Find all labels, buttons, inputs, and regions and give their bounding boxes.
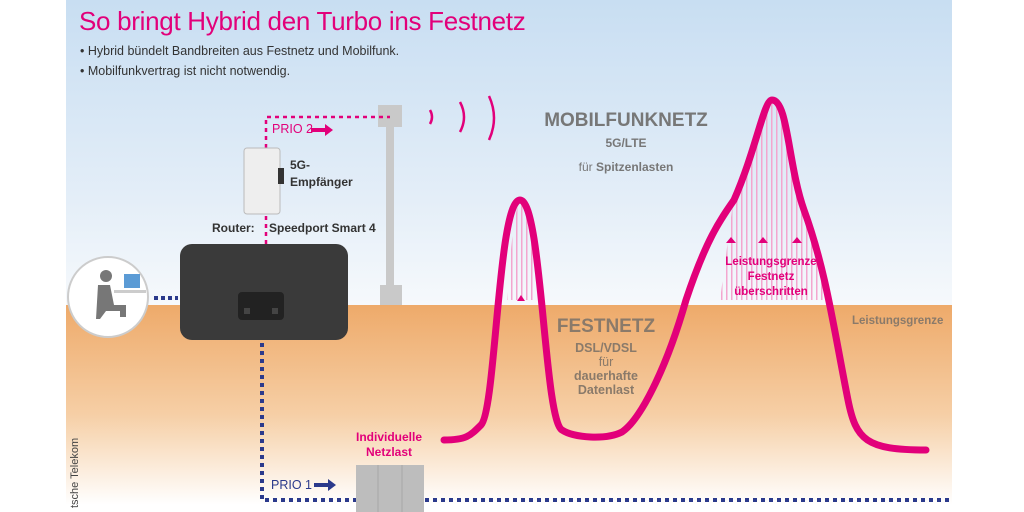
receiver-line1: 5G- xyxy=(290,158,311,172)
prio2-line xyxy=(264,115,390,300)
exceeded-l2: Festnetz xyxy=(747,271,795,283)
router-name: Speedport Smart 4 xyxy=(269,221,376,235)
exceeded-l1: Leistungsgrenze xyxy=(725,256,817,268)
netload-l1: Individuelle xyxy=(355,430,422,444)
receiver-line2: Empfänger xyxy=(290,175,353,189)
mobile-desc-pre: für xyxy=(578,160,593,174)
fixed-l3: Datenlast xyxy=(577,383,635,397)
diagram-graphics xyxy=(67,95,952,512)
signal-waves-icon xyxy=(428,95,496,141)
bullet-text: Mobilfunkvertrag ist nicht notwendig. xyxy=(87,64,291,78)
fixed-l2: dauerhafte xyxy=(574,369,638,383)
exceeded-l3: überschritten xyxy=(734,286,808,298)
bullet-2: • Mobilfunkvertrag ist nicht notwendig. xyxy=(80,64,291,78)
router-label: Router: xyxy=(212,221,255,235)
fixed-sub: DSL/VDSL xyxy=(575,341,637,355)
load-curve xyxy=(440,96,930,454)
photo-credit: tsche Telekom xyxy=(69,437,81,508)
prio1-arrow-icon xyxy=(314,479,336,491)
fixed-title: FESTNETZ xyxy=(556,316,656,337)
cell-tower-icon xyxy=(378,105,402,305)
page-title: So bringt Hybrid den Turbo ins Festnetz xyxy=(79,6,526,36)
router-icon xyxy=(180,244,348,340)
mobile-desc: für Spitzenlasten xyxy=(544,160,708,174)
prio2-arrow-icon xyxy=(311,124,333,136)
peak-hatch-2 xyxy=(720,100,826,300)
street-cabinet-icon xyxy=(356,465,424,512)
mobile-title: MOBILFUNKNETZ xyxy=(544,110,708,131)
arrow-up-icons xyxy=(517,237,802,301)
5g-receiver-icon xyxy=(243,147,281,215)
prio2-label: PRIO 2 xyxy=(272,122,313,136)
fixed-l1: für xyxy=(598,355,614,369)
receiver-label: 5G- Empfänger xyxy=(290,157,353,191)
mobile-desc-bold: Spitzenlasten xyxy=(596,160,674,174)
user-at-computer-icon xyxy=(67,256,149,338)
netload-l2: Netzlast xyxy=(365,445,412,459)
limit-label: Leistungsgrenze xyxy=(852,315,944,327)
bullet-1: • Hybrid bündelt Bandbreiten aus Festnet… xyxy=(80,44,400,58)
bullet-text: Hybrid bündelt Bandbreiten aus Festnetz … xyxy=(87,44,400,58)
prio1-label: PRIO 1 xyxy=(271,478,312,492)
prio1-line xyxy=(260,335,952,502)
mobile-sub: 5G/LTE xyxy=(605,136,647,150)
infographic: So bringt Hybrid den Turbo ins Festnetz … xyxy=(66,0,952,512)
